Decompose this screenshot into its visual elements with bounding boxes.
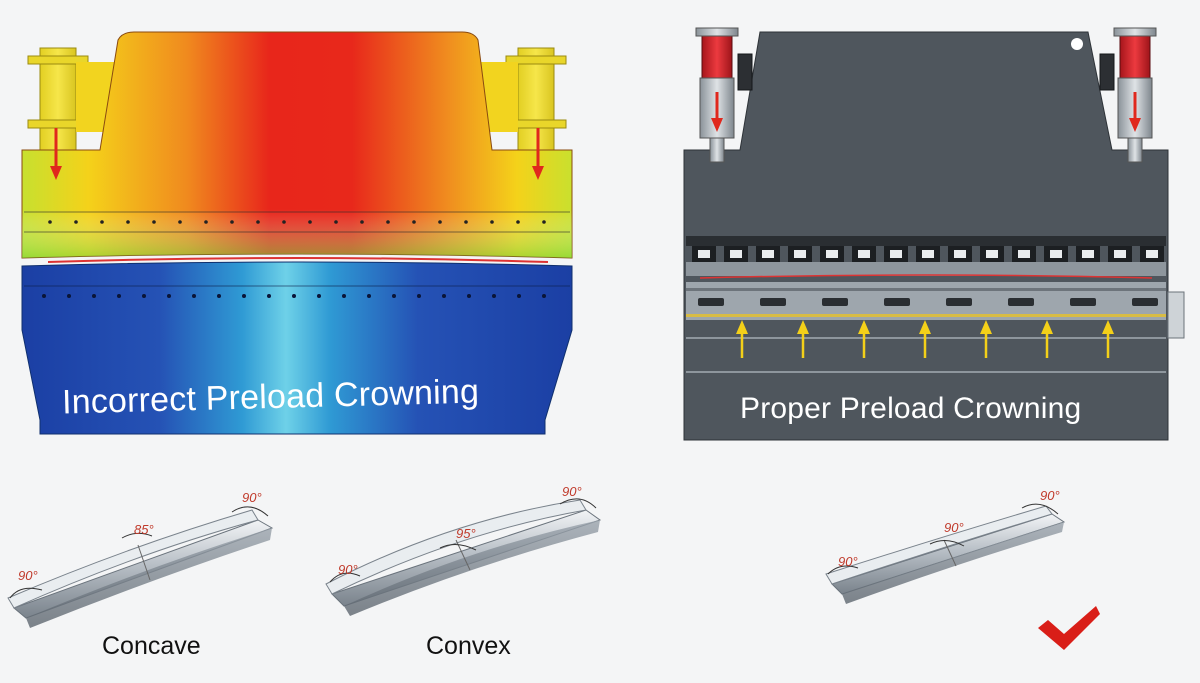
down-force-arrow-left	[50, 128, 62, 180]
crowning-wedges	[698, 298, 1158, 306]
lower-beam-bolt-holes	[42, 294, 546, 298]
upper-clamp-rail	[686, 236, 1166, 246]
upper-beam-bolt-holes	[48, 220, 546, 224]
incorrect-crowning-machine	[21, 31, 573, 435]
proper-angle-left: 90°	[838, 554, 858, 569]
concave-caption: Concave	[102, 632, 201, 660]
convex-angle-left: 90°	[338, 562, 358, 577]
down-force-arrow-left-gray	[711, 118, 723, 132]
bend-gap-line	[47, 257, 549, 263]
lifting-hole	[1071, 38, 1083, 50]
down-force-arrow-right-gray	[1129, 118, 1141, 132]
tool-clamps	[692, 246, 1164, 262]
proper-crowning-machine	[683, 27, 1185, 441]
proper-angle-middle: 90°	[944, 520, 964, 535]
right-hydraulic-cylinder	[1099, 27, 1157, 163]
concave-angle-middle: 85°	[134, 522, 154, 537]
convex-caption: Convex	[426, 632, 511, 660]
convex-angle-right: 90°	[562, 484, 582, 499]
workpiece-proper	[825, 503, 1066, 604]
check-mark-icon	[1038, 606, 1100, 650]
right-cylinder-housing	[478, 47, 567, 159]
concave-angle-right: 90°	[242, 490, 262, 505]
proper-angle-right: 90°	[1040, 488, 1060, 503]
crowning-force-arrows	[736, 320, 1114, 358]
concave-angle-left: 90°	[18, 568, 38, 583]
convex-angle-middle: 95°	[456, 526, 476, 541]
side-bracket	[1167, 291, 1185, 339]
lower-beam-stress	[21, 261, 573, 435]
workpiece-convex	[325, 498, 602, 616]
upper-tool-strip	[686, 262, 1166, 276]
left-hydraulic-cylinder	[695, 27, 753, 163]
workpiece-concave	[7, 506, 274, 628]
down-force-arrow-right	[532, 128, 544, 180]
proper-crowning-title: Proper Preload Crowning	[740, 392, 1082, 425]
